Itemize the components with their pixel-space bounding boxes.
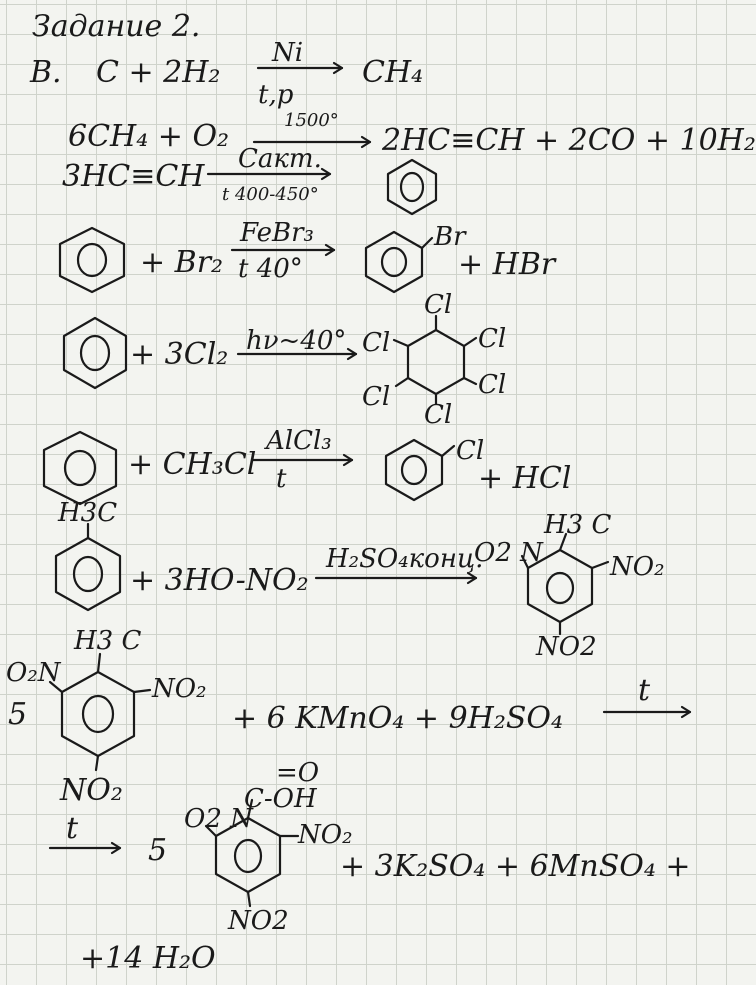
trinitrobenzoic-ring-eq9 bbox=[204, 798, 300, 908]
eq4-br-substituent: Br bbox=[434, 222, 466, 252]
eq9-no2-bottom: NO2 bbox=[228, 906, 289, 936]
eq5-cl-upper-right: Cl bbox=[478, 324, 507, 354]
eq9-no2-right: NO₂ bbox=[298, 820, 353, 850]
eq4-right-extra: + HBr bbox=[458, 247, 556, 282]
eq3-left: 3HC≡CH bbox=[62, 159, 205, 194]
benzene-ring-eq4-right bbox=[364, 230, 434, 294]
arrow-eq5 bbox=[236, 347, 358, 361]
eq5-cl-upper-left: Cl bbox=[362, 328, 391, 358]
arrow-eq1 bbox=[256, 61, 344, 75]
eq8-coefficient: 5 bbox=[8, 697, 28, 732]
eq8-no2-bottom: NO₂ bbox=[60, 773, 123, 808]
eq9-o2n: O2 N bbox=[184, 804, 253, 834]
eq2-cond-top: 1500° bbox=[284, 110, 339, 131]
eq6-cl-substituent: Cl bbox=[456, 436, 485, 466]
eq6-cond-bottom: t bbox=[276, 464, 287, 494]
eq8-ch3: H3 C bbox=[74, 626, 142, 656]
eq5-cl-lower-right: Cl bbox=[478, 370, 507, 400]
eq6-right-extra: + HCl bbox=[478, 461, 572, 496]
arrow-eq9 bbox=[48, 841, 122, 855]
benzene-ring-eq6-right bbox=[384, 438, 456, 502]
benzene-ring-eq5-left bbox=[62, 316, 128, 390]
eq1-right: CH₄ bbox=[362, 55, 424, 90]
part-label: B. bbox=[30, 55, 62, 90]
toluene-ring-eq7 bbox=[54, 522, 122, 612]
eq4-cond-top: FeBr₃ bbox=[240, 218, 314, 248]
arrow-eq6 bbox=[250, 453, 354, 467]
eq8-o2n: O₂N bbox=[6, 658, 61, 688]
eq5-cl-top: Cl bbox=[424, 290, 453, 320]
arrow-eq3 bbox=[206, 167, 332, 181]
benzene-ring-eq6-left bbox=[42, 430, 118, 506]
hexachloro-ring-eq5 bbox=[392, 314, 478, 406]
eq9-coefficient: 5 bbox=[148, 833, 168, 868]
eq8-no2-right: NO₂ bbox=[152, 674, 207, 704]
eq6-cond-top: AlCl₃ bbox=[266, 426, 332, 456]
tnt-ring-eq8 bbox=[48, 652, 152, 772]
eq1-cond-bottom: t,p bbox=[258, 80, 294, 110]
eq2-left: 6CH₄ + O₂ bbox=[68, 119, 230, 154]
eq7-p-no2-bottom: NO2 bbox=[536, 632, 597, 662]
eq9-cond: t bbox=[66, 811, 79, 846]
eq9-products: + 3K₂SO₄ + 6MnSO₄ + bbox=[340, 849, 691, 884]
arrow-eq8 bbox=[602, 705, 692, 719]
eq1-left: C + 2H₂ bbox=[96, 55, 221, 90]
eq5-plus-cl2: + 3Cl₂ bbox=[130, 337, 229, 372]
eq9-cooh: C-OH bbox=[244, 784, 317, 814]
eq9-last: +14 H₂O bbox=[80, 941, 216, 976]
page-title: Задание 2. bbox=[32, 9, 201, 44]
eq7-h3c: H3C bbox=[58, 498, 118, 528]
eq2-right: 2HC≡CH + 2CO + 10H₂ bbox=[382, 123, 756, 158]
eq3-cond-top: Cакт. bbox=[238, 144, 322, 174]
eq5-cond-top: hν~40° bbox=[246, 326, 347, 356]
eq5-cl-lower-left: Cl bbox=[362, 382, 391, 412]
eq7-p-no2-right: NO₂ bbox=[610, 552, 665, 582]
eq7-cond-top: H₂SO₄конц. bbox=[326, 544, 484, 574]
eq9-cooh-o: =O bbox=[276, 758, 320, 788]
eq7-p-o2n: O2 N bbox=[474, 538, 543, 568]
benzene-ring-eq3 bbox=[386, 158, 438, 216]
eq8-reagents: + 6 KMnO₄ + 9H₂SO₄ bbox=[232, 701, 564, 736]
arrow-eq4 bbox=[230, 243, 336, 257]
arrow-eq7 bbox=[314, 571, 478, 585]
eq1-cond-top: Ni bbox=[272, 38, 304, 68]
tnt-ring-eq7 bbox=[520, 532, 610, 636]
eq5-cl-bottom: Cl bbox=[424, 400, 453, 430]
eq3-cond-bottom: t 400-450° bbox=[222, 184, 319, 205]
eq4-plus-br2: + Br₂ bbox=[140, 245, 224, 280]
eq7-plus-hno3: + 3HO-NO₂ bbox=[130, 563, 309, 598]
eq6-plus-ch3cl: + CH₃Cl bbox=[128, 447, 257, 482]
eq7-p-ch3: H3 C bbox=[544, 510, 612, 540]
eq4-cond-bottom: t 40° bbox=[238, 254, 303, 284]
eq8-cond: t bbox=[638, 673, 651, 708]
benzene-ring-eq4-left bbox=[58, 226, 126, 294]
arrow-eq2 bbox=[252, 135, 372, 149]
